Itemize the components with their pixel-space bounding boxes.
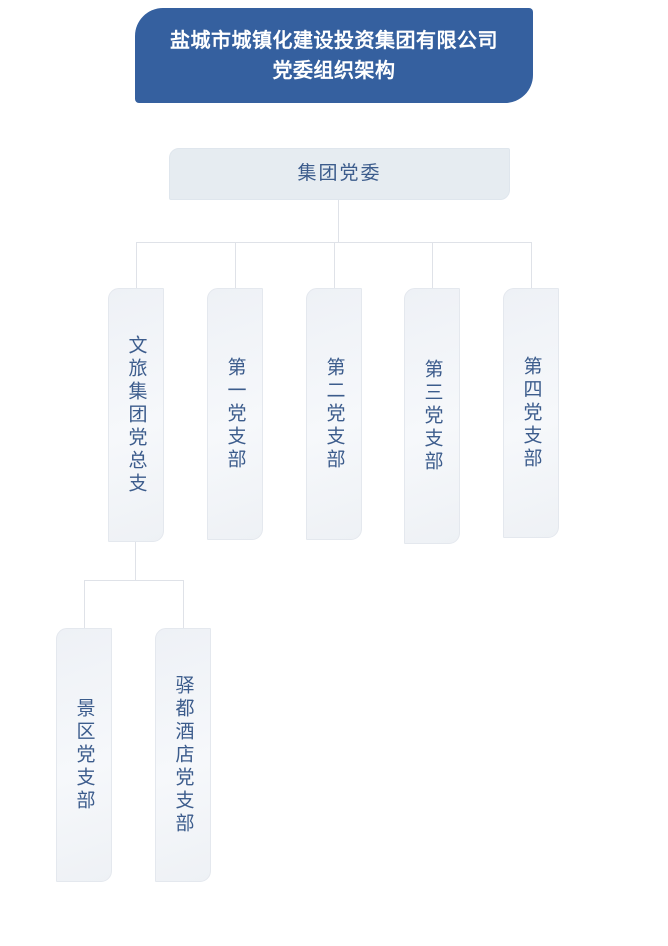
connector-drop-party-branch-3 bbox=[432, 242, 433, 288]
connector-drop-yidu-hotel-branch bbox=[183, 580, 184, 628]
node-label: 第三党支部 bbox=[421, 358, 443, 474]
node-party-branch-2[interactable]: 第二党支部 bbox=[306, 288, 362, 540]
node-yidu-hotel-branch[interactable]: 驿都酒店党支部 bbox=[155, 628, 211, 882]
connector-drop-party-branch-1 bbox=[235, 242, 236, 288]
connector-level3-stem bbox=[135, 542, 136, 580]
chart-title-line-1: 盐城市城镇化建设投资集团有限公司 bbox=[170, 29, 498, 52]
connector-drop-culture-tourism-general-branch bbox=[136, 242, 137, 288]
node-label: 景区党支部 bbox=[73, 697, 95, 813]
node-scenic-area-branch[interactable]: 景区党支部 bbox=[56, 628, 112, 882]
node-party-branch-4[interactable]: 第四党支部 bbox=[503, 288, 559, 538]
node-label: 文旅集团党总支 bbox=[125, 334, 147, 496]
chart-title-line-2: 党委组织架构 bbox=[272, 59, 396, 82]
connector-drop-scenic-area-branch bbox=[84, 580, 85, 628]
node-label: 集团党委 bbox=[297, 163, 382, 185]
connector-level3-bus bbox=[84, 580, 184, 581]
node-culture-tourism-general-branch[interactable]: 文旅集团党总支 bbox=[108, 288, 164, 542]
node-label: 第四党支部 bbox=[520, 355, 542, 471]
connector-drop-party-branch-2 bbox=[334, 242, 335, 288]
node-label: 驿都酒店党支部 bbox=[172, 674, 194, 836]
node-label: 第一党支部 bbox=[224, 356, 246, 472]
node-group-party-committee[interactable]: 集团党委 bbox=[169, 148, 510, 200]
node-party-branch-1[interactable]: 第一党支部 bbox=[207, 288, 263, 540]
node-party-branch-3[interactable]: 第三党支部 bbox=[404, 288, 460, 544]
node-label: 第二党支部 bbox=[323, 356, 345, 472]
connector-root-stem bbox=[338, 200, 339, 242]
chart-title-banner: 盐城市城镇化建设投资集团有限公司 党委组织架构 bbox=[135, 8, 533, 103]
connector-drop-party-branch-4 bbox=[531, 242, 532, 288]
